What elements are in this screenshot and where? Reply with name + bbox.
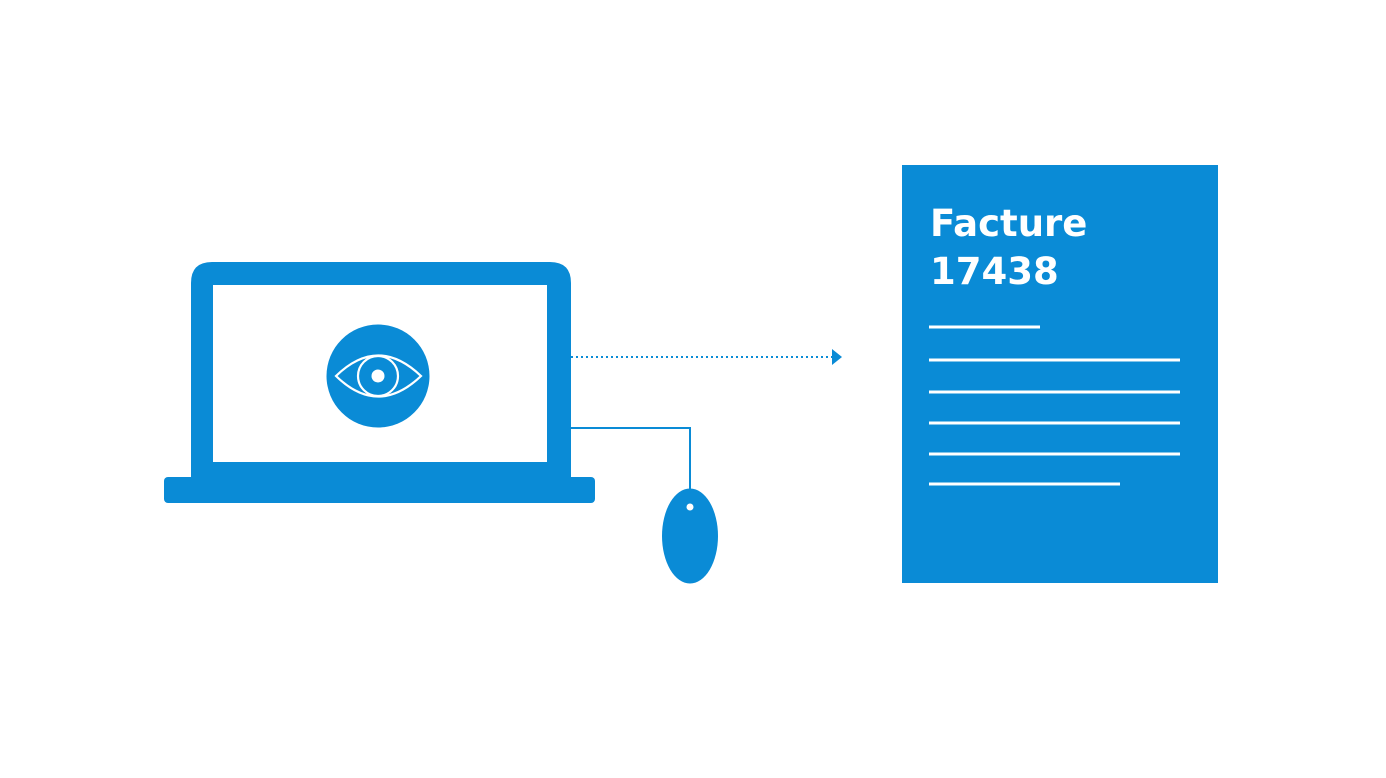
document-title-line1: Facture: [930, 202, 1087, 245]
laptop-base: [164, 477, 595, 503]
mouse-wheel: [686, 503, 694, 511]
laptop-screen-frame: [191, 262, 571, 477]
document-page: [902, 165, 1218, 583]
document-icon: Facture 17438: [902, 165, 1218, 583]
document-title-line2: 17438: [930, 250, 1059, 293]
mouse-icon: [571, 427, 718, 584]
dotted-arrow: [571, 349, 842, 365]
document-text-lines: [929, 325, 1180, 486]
mouse-body: [662, 488, 718, 584]
eye-icon: [326, 324, 430, 428]
mouse-cable: [571, 427, 691, 490]
laptop-icon: [164, 262, 595, 503]
